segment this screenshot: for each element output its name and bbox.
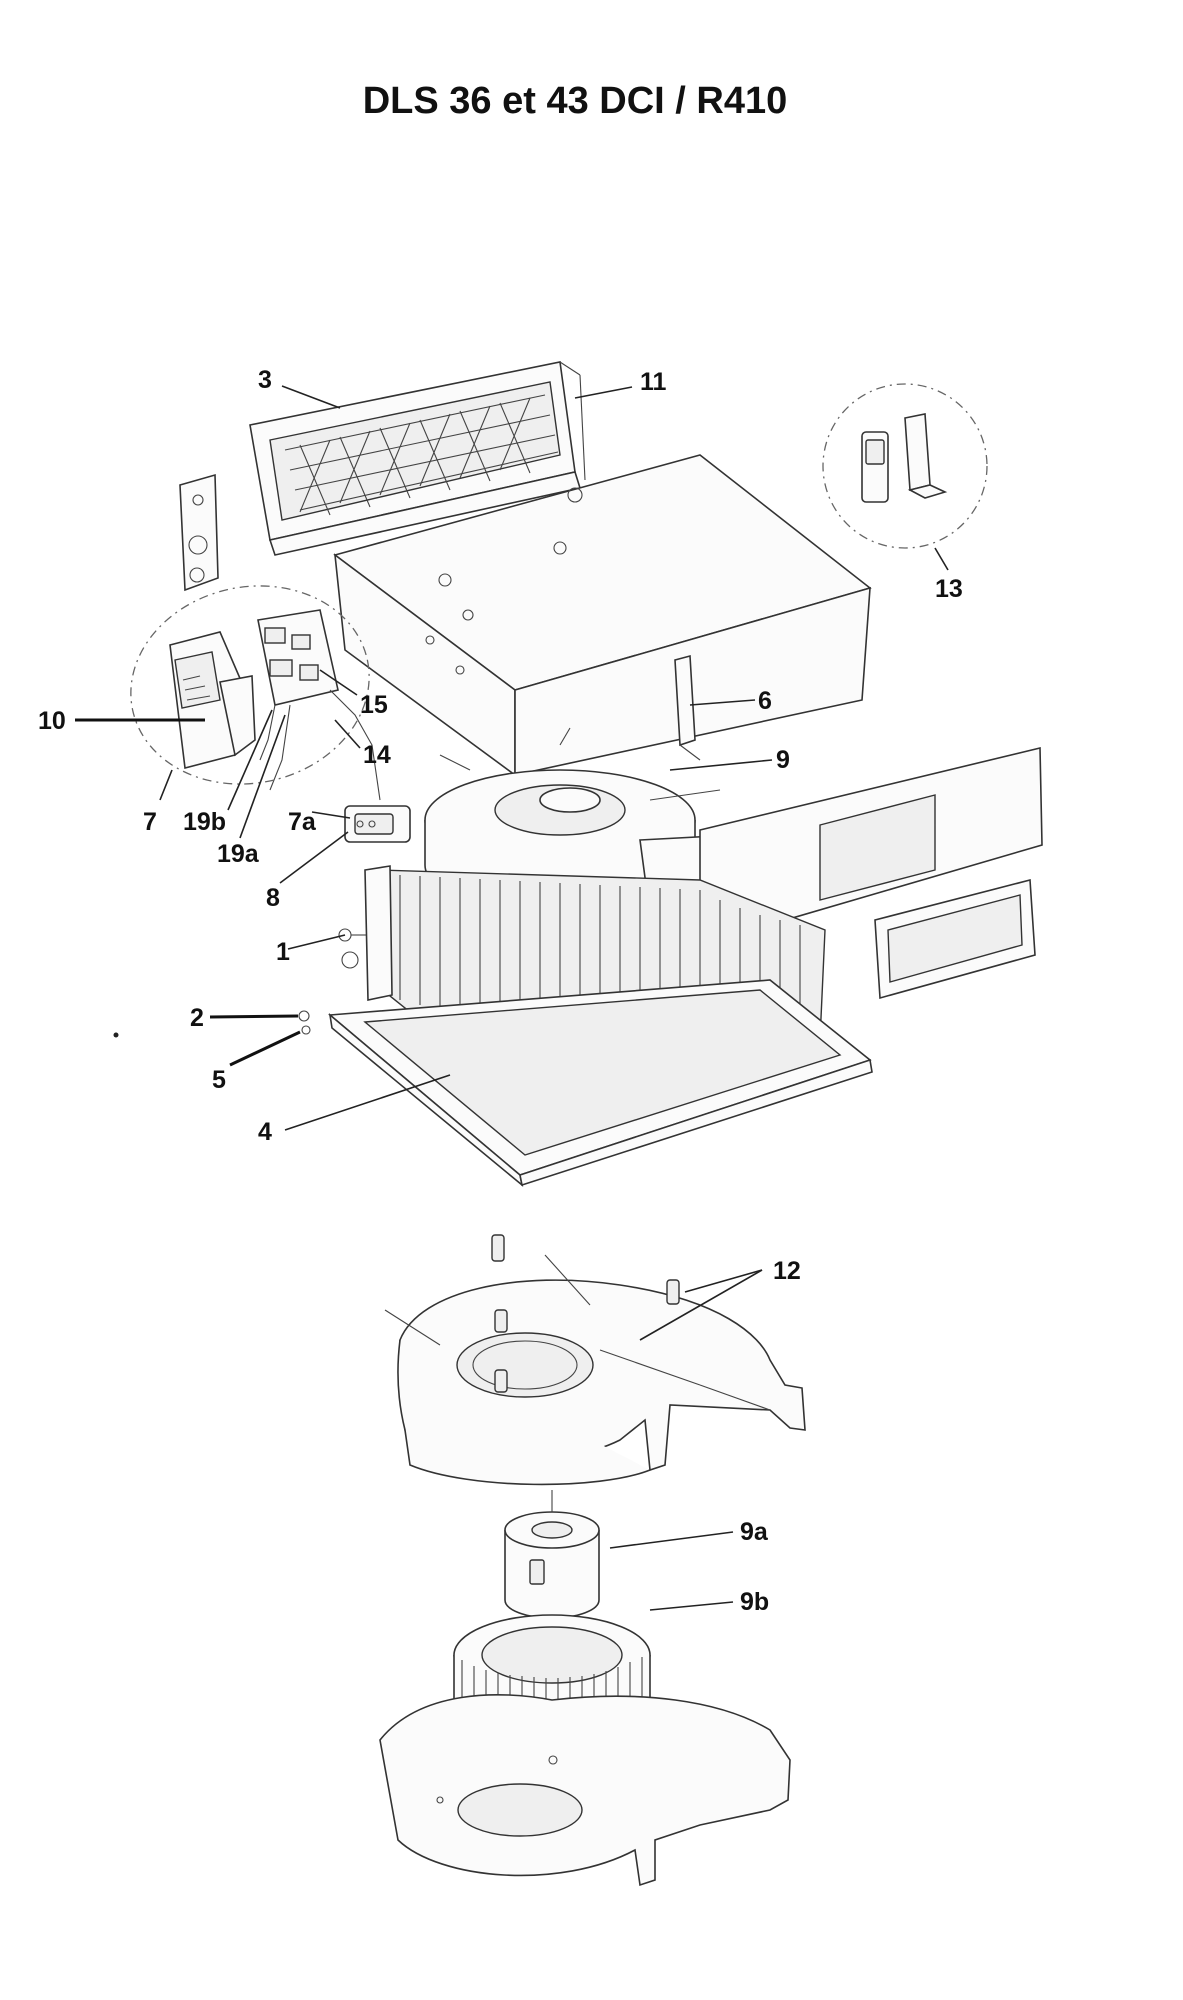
drain-screws: [298, 1010, 311, 1035]
callout-14: 14: [363, 741, 391, 769]
callout-19a: 19a: [217, 840, 260, 868]
callout-11: 11: [640, 368, 667, 396]
callout-5: 5: [212, 1066, 226, 1094]
side-bracket: [179, 473, 219, 592]
callout-8: 8: [266, 884, 280, 912]
stray-dot: [113, 1032, 119, 1038]
callout-9a: 9a: [740, 1518, 769, 1546]
remote-control-group: [822, 383, 988, 549]
callout-3: 3: [258, 366, 272, 394]
blower-motor: [504, 1490, 600, 1619]
support-bracket: [674, 654, 701, 761]
cabinet-housing: [333, 454, 872, 777]
group-outline-7: [130, 585, 370, 785]
callout-6: 6: [758, 687, 772, 715]
access-panel: [874, 878, 1036, 1000]
callout-19b: 19b: [183, 808, 226, 836]
callout-9b: 9b: [740, 1588, 769, 1616]
blower-scroll-upper: [384, 1254, 806, 1486]
callout-7a: 7a: [288, 808, 317, 836]
vibration-dampers: [491, 1234, 680, 1393]
drain-pan: [327, 979, 873, 1188]
callout-12: 12: [773, 1257, 801, 1285]
callout-leaders: [75, 385, 949, 1611]
callout-15: 15: [360, 691, 388, 719]
control-board: [257, 609, 381, 801]
callout-13: 13: [935, 575, 963, 603]
callout-1: 1: [276, 938, 290, 966]
sensor-module: [344, 805, 411, 843]
callout-9: 9: [776, 746, 790, 774]
electrical-box: [169, 631, 256, 770]
blower-scroll-lower: [379, 1694, 791, 1887]
callout-7: 7: [143, 808, 157, 836]
callout-2: 2: [190, 1004, 204, 1032]
callout-4: 4: [258, 1118, 272, 1146]
callout-10: 10: [38, 707, 66, 735]
diagram-title: DLS 36 et 43 DCI / R410: [362, 80, 788, 122]
